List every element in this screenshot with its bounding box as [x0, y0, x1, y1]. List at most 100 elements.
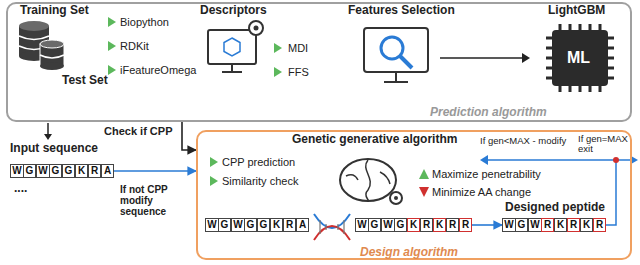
- amino-acid-box: G: [218, 218, 231, 232]
- text-label: iFeatureOmega: [120, 64, 196, 76]
- amino-acid-letter: R: [91, 165, 98, 177]
- database-icon-part: [19, 21, 49, 31]
- brain-icon-part: [346, 172, 390, 184]
- loop-arrow-part: [613, 157, 619, 163]
- amino-acid-letter: R: [462, 219, 469, 231]
- text-label: ....: [14, 182, 27, 195]
- feature-selection-icon-part: [364, 28, 428, 72]
- amino-acid-box: R: [459, 218, 472, 232]
- feature-selection-icon-part: [384, 72, 408, 82]
- flow-connector: [114, 170, 196, 172]
- amino-acid-box: G: [62, 164, 75, 178]
- amino-acid-letter: K: [557, 219, 564, 231]
- ml-chip-icon-part: [552, 30, 608, 86]
- amino-acid-box: G: [368, 218, 381, 232]
- bullet-triangle-part: [210, 176, 218, 186]
- text-label: Designed peptide: [505, 201, 605, 214]
- flow-arrow-part: [440, 57, 524, 59]
- ml-chip-icon-part: [546, 24, 614, 92]
- text-label: If not CPP modify sequence: [120, 184, 190, 217]
- bullet-triangle-part: [419, 169, 429, 179]
- database-icon: [19, 21, 64, 70]
- panel-title: Design algorithm: [360, 245, 458, 259]
- amino-acid-letter: W: [504, 219, 513, 231]
- panel-title: Prediction algorithm: [430, 105, 547, 119]
- down-arrow: [44, 123, 52, 140]
- descriptors-icon-part: [249, 21, 263, 35]
- amino-acid-box: K: [75, 164, 88, 178]
- brain-icon-part: [394, 196, 398, 200]
- flow-connector: [472, 224, 502, 226]
- amino-acid-letter: W: [12, 165, 21, 177]
- amino-acid-letter: W: [357, 219, 366, 231]
- amino-acid-letter: G: [65, 165, 73, 177]
- flow-arrow-part: [522, 53, 530, 63]
- flow-arrow: [440, 53, 530, 63]
- amino-acid-letter: K: [410, 219, 417, 231]
- text-label: Minimize AA change: [432, 186, 531, 198]
- amino-acid-letter: K: [273, 219, 280, 231]
- amino-acid-letter: G: [221, 219, 229, 231]
- text-label: Biopython: [120, 16, 169, 28]
- amino-acid-box: W: [381, 218, 395, 232]
- loop-arrow-part: [631, 156, 638, 164]
- amino-acid-box: W: [355, 218, 369, 232]
- descriptors-icon: [208, 21, 263, 72]
- amino-acid-box: A: [101, 164, 114, 178]
- amino-acid-box: R: [541, 218, 554, 232]
- prediction-panel: Prediction algorithm: [6, 2, 632, 122]
- text-label: Test Set: [62, 74, 108, 87]
- database-icon-part: [40, 62, 64, 70]
- minimize-triangle: [419, 187, 429, 197]
- descriptors-icon-part: [254, 26, 259, 31]
- amino-acid-letter: R: [570, 219, 577, 231]
- flow-connector: [182, 122, 196, 150]
- text-label: RDKit: [120, 40, 149, 52]
- down-arrow-part: [47, 123, 49, 135]
- amino-acid-box: K: [407, 218, 420, 232]
- amino-acid-box: G: [515, 218, 528, 232]
- amino-acid-box: W: [36, 164, 50, 178]
- text-label: CPP prediction: [222, 156, 295, 168]
- amino-acid-letter: R: [286, 219, 293, 231]
- amino-acid-box: A: [296, 218, 309, 232]
- bullet-triangle-part: [274, 67, 282, 77]
- descriptors-icon-part: [224, 38, 240, 56]
- amino-acid-box: R: [593, 218, 606, 232]
- amino-acid-box: W: [205, 218, 219, 232]
- bullet-triangle-part: [108, 65, 116, 75]
- amino-acid-box: G: [244, 218, 257, 232]
- amino-acid-box: G: [23, 164, 36, 178]
- feature-selection-icon: [364, 28, 428, 82]
- dna-icon-part: [320, 220, 344, 234]
- amino-acid-letter: W: [383, 219, 392, 231]
- amino-acid-letter: R: [423, 219, 430, 231]
- text-label: Maximize penetrability: [432, 168, 541, 180]
- brain-icon-part: [366, 160, 371, 201]
- bullet-triangle-part: [210, 157, 218, 167]
- amino-acid-box: K: [554, 218, 567, 232]
- minimize-triangle-part: [419, 187, 429, 197]
- amino-acid-box: R: [420, 218, 433, 232]
- database-icon-part: [40, 55, 64, 58]
- amino-acid-letter: W: [207, 219, 216, 231]
- text-label: MDI: [288, 42, 308, 54]
- feature-selection-icon-part: [400, 56, 412, 68]
- amino-acid-box: G: [49, 164, 62, 178]
- text-label: Descriptors: [200, 4, 267, 17]
- amino-acid-letter: G: [26, 165, 34, 177]
- text-label: Genetic generative algorithm: [292, 133, 457, 146]
- feature-selection-icon-part: [381, 37, 403, 59]
- down-arrow-part: [44, 134, 52, 140]
- amino-acid-box: R: [446, 218, 459, 232]
- amino-acid-letter: A: [299, 219, 306, 231]
- amino-acid-letter: K: [583, 219, 590, 231]
- bullet-triangle-part: [274, 43, 282, 53]
- amino-acid-box: R: [567, 218, 580, 232]
- amino-acid-letter: W: [233, 219, 242, 231]
- amino-acid-box: K: [433, 218, 446, 232]
- amino-acid-box: R: [283, 218, 296, 232]
- dna-icon: [314, 214, 350, 240]
- amino-acid-box: W: [10, 164, 24, 178]
